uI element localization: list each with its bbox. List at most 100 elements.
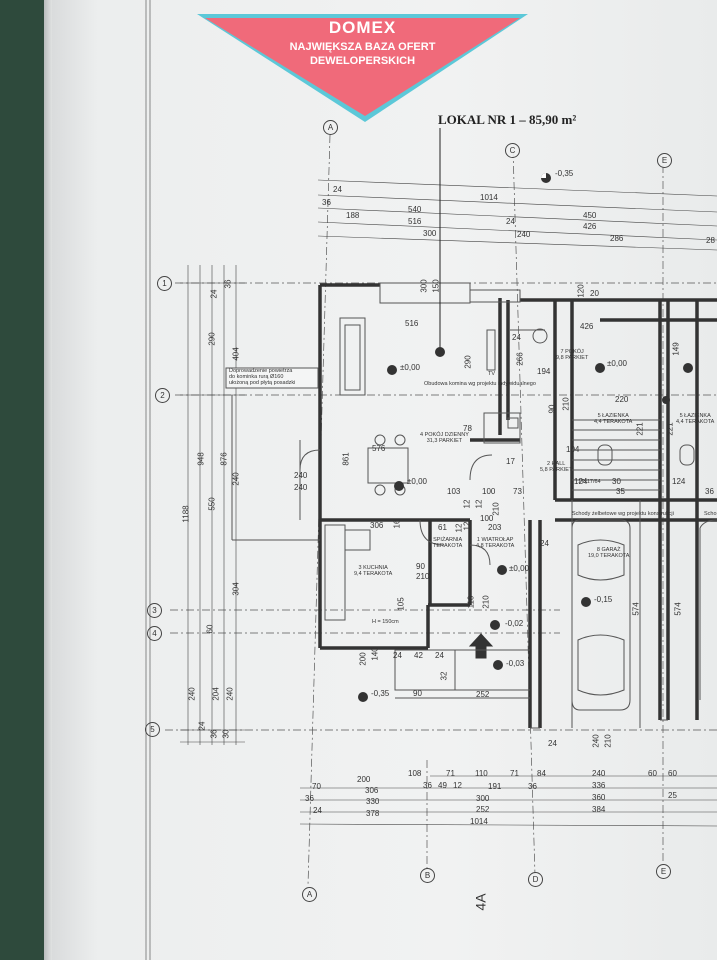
dimension-label: 36 bbox=[322, 198, 331, 207]
dimension-label: 1188 bbox=[181, 505, 191, 523]
dimension-label: 35 bbox=[616, 487, 625, 496]
dimension-label: 286 bbox=[610, 234, 624, 243]
dimension-label: 84 bbox=[537, 769, 546, 778]
dimension-label: 24 bbox=[393, 651, 402, 660]
dimension-label: 24 bbox=[197, 721, 207, 731]
banner-line-1: NAJWIĘKSZA BAZA OFERT bbox=[289, 41, 436, 53]
dimension-label: 12 bbox=[474, 499, 484, 509]
dimension-label: 404 bbox=[231, 347, 241, 361]
dimension-label: 300 bbox=[476, 794, 490, 803]
dimension-label: 574 bbox=[631, 602, 641, 616]
dimension-label: 24 bbox=[540, 539, 549, 548]
section-mark-bottom: 4A bbox=[472, 893, 489, 911]
dimension-label: 240 bbox=[517, 230, 531, 239]
dimension-label: 426 bbox=[583, 222, 597, 231]
dimension-label: 290 bbox=[463, 355, 473, 369]
dimension-label: 28 bbox=[706, 236, 715, 245]
dimension-label: 124 bbox=[574, 477, 588, 486]
axis-marker-e-top: E bbox=[657, 153, 672, 168]
dimension-label: 252 bbox=[476, 690, 490, 699]
dimension-label: 516 bbox=[408, 217, 422, 226]
axis-marker-a-top: A bbox=[323, 120, 338, 135]
dimension-label: 194 bbox=[537, 367, 551, 376]
dimension-label: 221 bbox=[665, 422, 675, 436]
dimension-label: 110 bbox=[475, 769, 488, 778]
dimension-label: 1014 bbox=[480, 193, 498, 202]
domex-watermark-banner bbox=[197, 14, 528, 122]
dimension-label: 861 bbox=[341, 452, 351, 466]
dimension-label: 24 bbox=[333, 185, 342, 194]
dimension-label: 60 bbox=[648, 769, 657, 778]
dimension-label: 266 bbox=[515, 352, 525, 366]
level-label: -0,35 bbox=[371, 689, 390, 698]
dimension-label: 30 bbox=[221, 729, 231, 739]
plan-title: LOKAL NR 1 – 85,90 m² bbox=[438, 112, 577, 127]
level-label: ±0,00 bbox=[407, 477, 427, 486]
dimension-label: 550 bbox=[207, 497, 217, 511]
banner-shape-inner bbox=[205, 18, 520, 116]
dimension-label: 24 bbox=[548, 739, 557, 748]
note-tv: TV bbox=[488, 371, 496, 377]
dimension-label: 103 bbox=[447, 487, 461, 496]
dimension-label: 336 bbox=[592, 781, 606, 790]
axis-marker-e-bottom: E bbox=[656, 864, 671, 879]
axis-marker-4: 4 bbox=[147, 626, 162, 641]
note-stair-tag: 17x17/64 bbox=[578, 479, 601, 485]
banner-title: DOMEX bbox=[328, 18, 397, 37]
dimension-label: 42 bbox=[414, 651, 423, 660]
dimension-label: 330 bbox=[366, 797, 380, 806]
dimension-label: 306 bbox=[370, 521, 384, 530]
dimension-label: 240 bbox=[294, 471, 308, 480]
dimension-label: 36 bbox=[705, 487, 714, 496]
dimension-label: 32 bbox=[439, 671, 449, 681]
axis-marker-2: 2 bbox=[155, 388, 170, 403]
axis-marker-d-bottom: D bbox=[528, 872, 543, 887]
dimension-label: 1014 bbox=[470, 817, 488, 826]
dimension-label: 108 bbox=[408, 769, 422, 778]
dimension-label: 105 bbox=[396, 597, 406, 611]
dimension-label: 290 bbox=[207, 332, 217, 346]
dimension-label: 240 bbox=[294, 483, 308, 492]
dimension-label: 240 bbox=[225, 687, 235, 701]
dimension-label: 203 bbox=[488, 523, 502, 532]
dimension-label: 306 bbox=[365, 786, 379, 795]
dimension-label: 12 bbox=[454, 523, 464, 533]
dimension-label: 12 bbox=[462, 521, 472, 531]
dimension-label: 240 bbox=[592, 769, 606, 778]
dimension-label: 36 bbox=[528, 782, 537, 791]
dimension-label: 24 bbox=[435, 651, 444, 660]
dimension-label: 100 bbox=[480, 514, 494, 523]
note-stairs-right: Scho bbox=[704, 511, 717, 517]
dimension-label: 876 bbox=[219, 452, 229, 466]
axis-marker-5: 5 bbox=[145, 722, 160, 737]
dimension-label: 150 bbox=[431, 279, 441, 293]
dimension-label: 24 bbox=[209, 289, 219, 299]
dimension-label: 78 bbox=[463, 424, 472, 433]
dimension-label: 36 bbox=[223, 279, 233, 289]
dimension-label: 24 bbox=[313, 806, 322, 815]
level-label: ±0,00 bbox=[607, 359, 627, 368]
axis-marker-b-bottom: B bbox=[420, 868, 435, 883]
dimension-label: 210 bbox=[491, 502, 501, 516]
banner-line-2: DEWELOPERSKICH bbox=[309, 55, 416, 67]
dimension-label: 221 bbox=[635, 422, 645, 436]
level-label: -0,35 bbox=[555, 169, 574, 178]
dimension-label: 71 bbox=[510, 769, 519, 778]
dimension-label: 24 bbox=[512, 333, 521, 342]
dimension-label: 36 bbox=[305, 794, 314, 803]
dimension-label: 450 bbox=[583, 211, 597, 220]
dimension-label: 110 bbox=[466, 595, 476, 609]
dimension-label: 304 bbox=[231, 582, 241, 596]
dimension-label: 200 bbox=[357, 775, 371, 784]
dimension-label: 210 bbox=[561, 397, 571, 411]
level-label: ±0,00 bbox=[509, 564, 529, 573]
